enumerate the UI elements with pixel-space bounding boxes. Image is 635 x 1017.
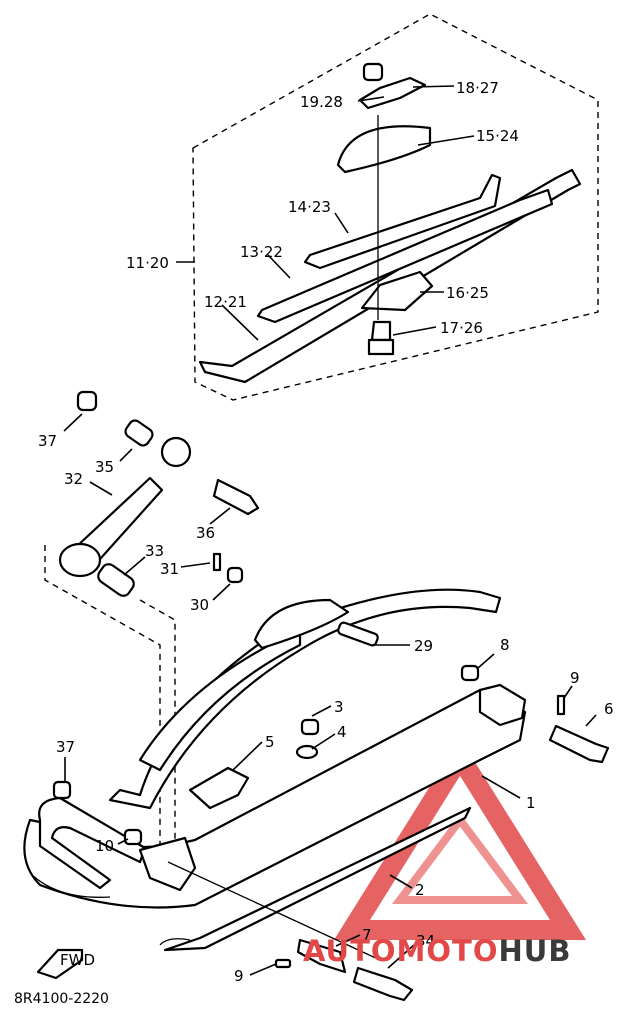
callout-5: 5	[265, 733, 275, 751]
hardware	[52, 552, 610, 1002]
nut-3	[300, 718, 320, 736]
callout-14-23: 14·23	[288, 198, 331, 216]
callout-34: 34	[416, 932, 435, 950]
bolt-7	[296, 938, 347, 974]
spring-set-boundary	[192, 13, 599, 401]
fwd-arrow-icon: FWD	[36, 948, 95, 980]
ski-rear-bracket-6	[478, 683, 527, 727]
bolt-head-17-26	[367, 338, 395, 356]
runner-2	[163, 806, 472, 952]
steering-link-group	[58, 390, 260, 597]
callout-37-upper: 37	[38, 432, 57, 450]
collar-33	[97, 563, 135, 597]
callout-3: 3	[334, 698, 344, 716]
watermark-hub: HUB	[498, 934, 572, 968]
bolt-36	[212, 478, 260, 516]
spring-clamp-16-25	[360, 270, 434, 312]
ski-body	[23, 683, 527, 952]
callout-15-24: 15·24	[476, 127, 519, 145]
callout-35: 35	[95, 458, 114, 476]
callout-labels: 19.28 18·27 15·24 14·23 11·20 13·22 12·2…	[38, 79, 614, 985]
callout-10: 10	[95, 837, 114, 855]
callout-12-21: 12·21	[204, 293, 247, 311]
linkage-boundary-2	[139, 599, 176, 870]
callout-18-27: 18·27	[456, 79, 499, 97]
nut-30	[226, 566, 244, 584]
cap-nut-37-upper	[76, 390, 98, 412]
callout-9-lower: 9	[234, 967, 244, 985]
linkage-boundary	[44, 545, 161, 855]
nut-19-28	[362, 62, 384, 82]
callout-7: 7	[362, 926, 372, 944]
callout-2: 2	[415, 881, 425, 899]
diagram-code: 8R4100-2220	[14, 991, 109, 1007]
callout-6: 6	[604, 700, 614, 718]
callout-17-26: 17·26	[440, 319, 483, 337]
pin-9-upper	[556, 694, 566, 716]
callout-13-22: 13·22	[240, 243, 283, 261]
callout-32: 32	[64, 470, 83, 488]
watermark-auto: AUTO	[303, 934, 397, 968]
ski-leaf-spring	[108, 588, 502, 810]
pin-31	[212, 552, 222, 572]
callout-33: 33	[145, 542, 164, 560]
callout-1: 1	[526, 794, 536, 812]
ski-front-bracket	[138, 836, 197, 892]
callout-11-20: 11·20	[126, 254, 169, 272]
watermark-text: AUTOMOTOHUB	[303, 934, 571, 968]
nut-10	[123, 828, 143, 846]
watermark-moto: MOTO	[396, 934, 499, 968]
cap-nut-37-lower	[52, 780, 72, 800]
spring-bracket	[253, 598, 350, 650]
callout-16-25: 16·25	[446, 284, 489, 302]
nut-8	[460, 664, 480, 682]
fwd-label: FWD	[60, 951, 95, 969]
callout-19-28: 19.28	[300, 93, 343, 111]
callout-31: 31	[160, 560, 179, 578]
spring-leaf-14-23	[303, 173, 502, 270]
center-axis	[167, 861, 381, 961]
spring-top-bracket-15-24	[336, 125, 432, 174]
callout-4: 4	[337, 723, 347, 741]
bolt-17-26	[370, 320, 392, 342]
callout-29: 29	[414, 637, 433, 655]
callout-9-upper: 9	[570, 669, 580, 687]
callout-37-lower: 37	[56, 738, 75, 756]
bolt-34	[352, 966, 414, 1002]
rod-end-lower	[58, 542, 102, 578]
leaf-spring-upper-set	[198, 62, 582, 384]
callout-8: 8	[500, 636, 510, 654]
pin-9-lower	[274, 958, 292, 969]
callout-36: 36	[196, 524, 215, 542]
bolt-29	[337, 621, 379, 647]
ski-handle	[38, 796, 147, 890]
leader-lines	[63, 85, 597, 976]
clip-18-27	[358, 76, 427, 110]
callout-30: 30	[190, 596, 209, 614]
spring-leaf-13-22	[256, 188, 554, 324]
bolt-6	[548, 724, 610, 764]
rod-end-upper	[160, 436, 192, 468]
collar-35	[124, 419, 154, 447]
holder-5	[188, 766, 250, 810]
